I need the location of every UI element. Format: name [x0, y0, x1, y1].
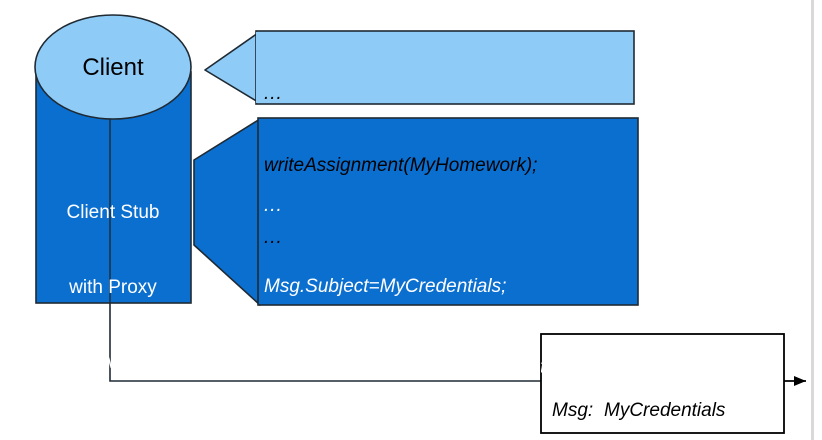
callout-stub-line-1: ...	[264, 195, 283, 216]
slide-edge-strip	[811, 0, 814, 440]
message-box-field-1: MyCredentials	[604, 400, 726, 421]
client-ellipse[interactable]	[34, 14, 192, 120]
message-box-shape[interactable]	[540, 333, 785, 434]
outgoing-arrow	[784, 376, 806, 386]
client-stub-label-line-3: (here without	[58, 352, 168, 373]
callout-stub-line-4: Msg.Params= MyHomework;	[264, 435, 636, 440]
callout-application-line-2: writeAssignment(MyHomework);	[264, 155, 538, 176]
message-box-label: Msg:	[552, 400, 594, 421]
message-box-row-1: Msg: MyCredentials	[552, 397, 780, 425]
callout-stub-line-3: Msg.Method_Id=writeAssignment_Id;	[264, 357, 578, 378]
client-stub-label-line-2: with Proxy	[69, 277, 157, 298]
callout-application-shape[interactable]	[204, 30, 635, 105]
callout-stub-text: ... Msg.Subject=MyCredentials; Msg.Metho…	[264, 138, 636, 440]
callout-application-line-3: ...	[264, 227, 283, 248]
message-box-text: Msg:MyCredentials writeAssignment_Id MyH…	[552, 341, 780, 440]
callout-stub-shape[interactable]	[193, 117, 639, 306]
callout-stub-line-2: Msg.Subject=MyCredentials;	[264, 276, 507, 297]
client-stub-label-line-1: Client Stub	[66, 202, 160, 223]
client-node-label: Client	[82, 54, 144, 81]
client-stub-label: Client Stub with Proxy (here without PEP…	[34, 150, 192, 440]
client-stub-label-line-4: PEP and PDP)	[50, 427, 176, 440]
callout-application-line-1: ...	[264, 83, 283, 104]
callout-application-text: ... writeAssignment(MyHomework); ...	[264, 34, 630, 298]
